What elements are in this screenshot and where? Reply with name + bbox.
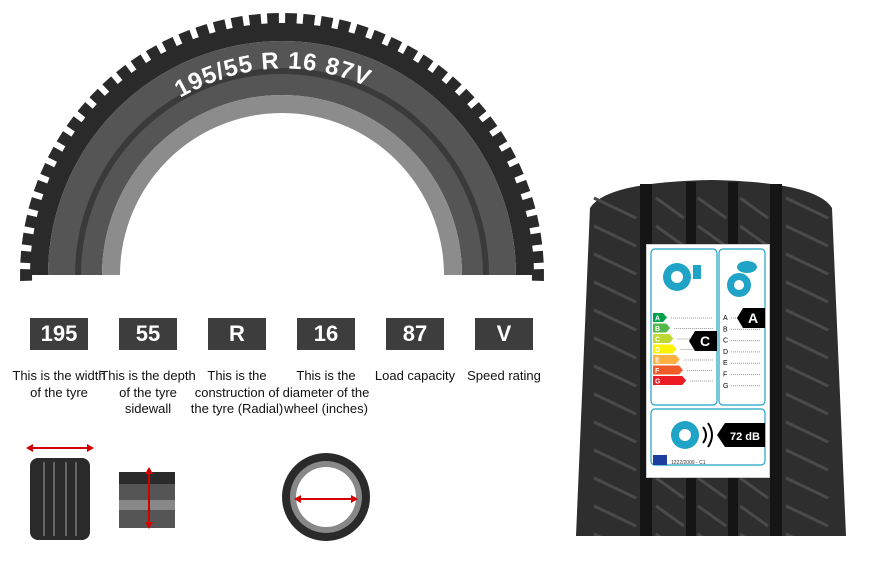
- wet-grade-letter: A: [723, 315, 728, 322]
- code-description: Speed rating: [467, 368, 541, 383]
- depth-illustration: [119, 467, 175, 529]
- diameter-illustration: [282, 453, 370, 541]
- wet-grade-letter: E: [723, 360, 728, 367]
- code-description: This is the width of the tyre: [12, 368, 106, 400]
- code-box: V: [475, 318, 533, 350]
- code-description: This is the depth of the tyre sidewall: [100, 368, 196, 416]
- fuel-grade-letter: G: [655, 379, 661, 386]
- code-box: 87: [386, 318, 444, 350]
- code-box: 16: [297, 318, 355, 350]
- fuel-grade-letter: A: [655, 316, 660, 323]
- code-box: 195: [30, 318, 88, 350]
- wet-grade-letter: G: [723, 383, 728, 390]
- code-box: R: [208, 318, 266, 350]
- wet-grade-letter: F: [723, 372, 727, 379]
- regulation-text: 1222/2009 - C1: [671, 460, 706, 466]
- eu-flag-icon: [653, 455, 667, 465]
- fuel-pump-icon: [663, 263, 701, 291]
- fuel-grade-letter: C: [655, 337, 660, 344]
- code-description: This is the construction of the tyre (Ra…: [190, 368, 284, 416]
- code-description: Load capacity: [374, 368, 456, 383]
- speaker-icon: [671, 421, 713, 449]
- fuel-rating: C: [700, 333, 710, 349]
- rain-cloud-icon: [727, 261, 757, 297]
- wet-grade-letter: B: [723, 326, 728, 333]
- tyre-sidewall-diagram: 195/55 R 16 87V: [20, 13, 544, 281]
- code-description: This is the diameter of the wheel (inche…: [282, 368, 370, 416]
- noise-level: 72 dB: [730, 431, 760, 443]
- code-box: 55: [119, 318, 177, 350]
- width-illustration: [26, 444, 94, 540]
- wet-grade-letter: C: [723, 338, 728, 345]
- wet-rating: A: [748, 310, 758, 326]
- wet-grade-letter: D: [723, 349, 728, 356]
- fuel-grade-letter: F: [655, 368, 660, 375]
- fuel-grade-letter: E: [655, 358, 660, 365]
- fuel-grade-letter: D: [655, 347, 660, 354]
- fuel-grade-letter: B: [655, 326, 660, 333]
